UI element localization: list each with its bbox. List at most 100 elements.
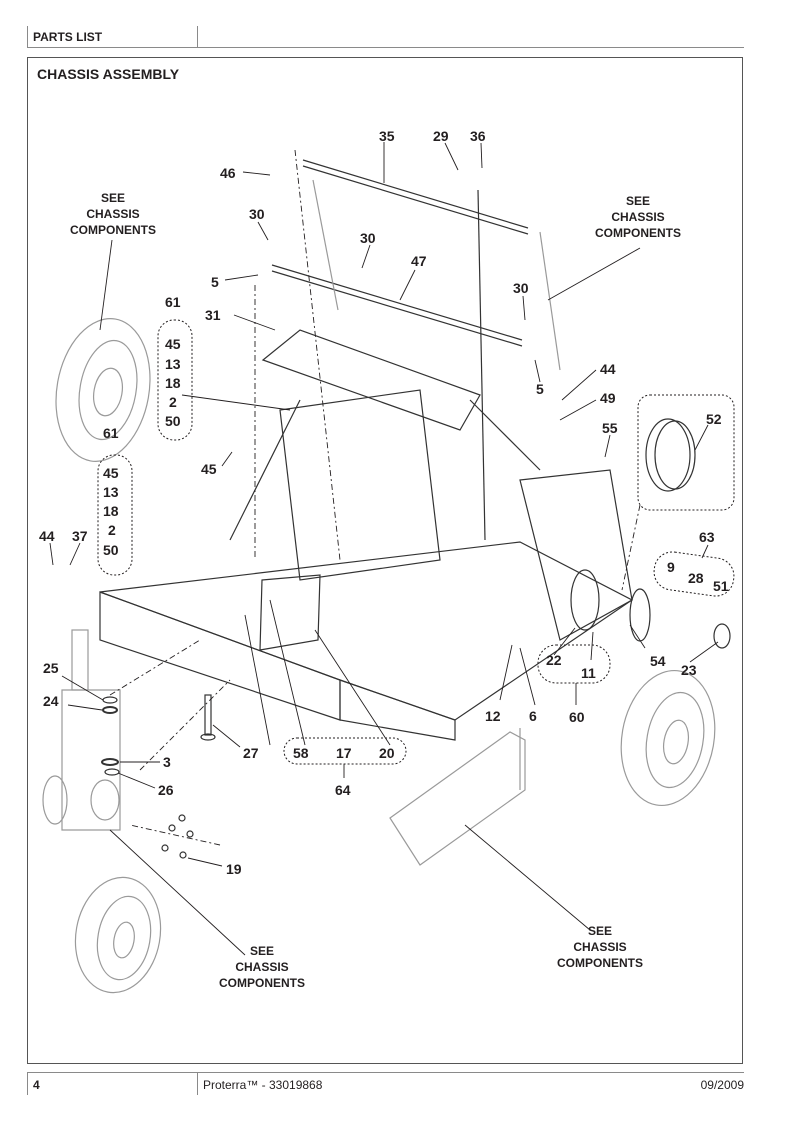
ref-line — [109, 639, 201, 696]
kit-63-outline — [653, 551, 735, 597]
callout-55: 55 — [602, 420, 618, 436]
footer-bar: 4 Proterra™ - 33019868 09/2009 — [27, 1072, 744, 1095]
svg-text:COMPONENTS: COMPONENTS — [219, 976, 305, 990]
steering-fork — [42, 629, 121, 831]
svg-text:SEE: SEE — [588, 924, 612, 938]
callout-60: 60 — [569, 709, 585, 725]
callout-18: 18 — [103, 503, 119, 519]
kit-60-outline — [537, 644, 611, 684]
note-see-chassis-components-bottom-left: SEE CHASSIS COMPONENTS — [219, 944, 305, 990]
hub-54 — [570, 569, 651, 642]
document-id: Proterra™ - 33019868 — [203, 1078, 323, 1092]
callout-23: 23 — [681, 662, 697, 678]
kit-64-outline — [283, 737, 407, 765]
callout-44: 44 — [39, 528, 55, 544]
bolts-19 — [161, 814, 194, 859]
footer-divider-left — [27, 1073, 28, 1095]
callout-11: 11 — [581, 665, 596, 681]
svg-text:CHASSIS: CHASSIS — [235, 960, 288, 974]
callout-30: 30 — [360, 230, 376, 246]
callout-2: 2 — [169, 394, 177, 410]
callout-6: 6 — [529, 708, 537, 724]
callout-25: 25 — [43, 660, 59, 676]
callout-9: 9 — [667, 559, 675, 575]
section-title: PARTS LIST — [33, 30, 103, 44]
callout-54: 54 — [650, 653, 666, 669]
wheel-top-left — [55, 318, 151, 462]
ref-line — [129, 824, 221, 846]
callout-61: 61 — [103, 425, 119, 441]
callout-28: 28 — [688, 570, 704, 586]
kit-61-outline — [97, 454, 133, 576]
callout-5: 5 — [536, 381, 544, 397]
callout-30: 30 — [249, 206, 265, 222]
callout-45: 45 — [103, 465, 119, 481]
page-number: 4 — [33, 1078, 40, 1092]
svg-text:SEE: SEE — [626, 194, 650, 208]
diagram-frame — [27, 57, 743, 1064]
ref-line — [621, 504, 641, 591]
svg-text:COMPONENTS: COMPONENTS — [70, 223, 156, 237]
chassis-frame — [99, 329, 634, 741]
callout-51: 51 — [713, 578, 729, 594]
callout-36: 36 — [470, 128, 486, 144]
callout-45: 45 — [165, 336, 181, 352]
callout-35: 35 — [379, 128, 395, 144]
svg-text:SEE: SEE — [250, 944, 274, 958]
wheel-bottom-left — [74, 876, 162, 994]
kingpin-27 — [200, 694, 216, 741]
header-divider — [197, 26, 198, 47]
callout-31: 31 — [205, 307, 221, 323]
callout-45: 45 — [201, 461, 217, 477]
callout-44: 44 — [600, 361, 616, 377]
callout-46: 46 — [220, 165, 236, 181]
callout-47: 47 — [411, 253, 427, 269]
callout-30: 30 — [513, 280, 529, 296]
svg-text:COMPONENTS: COMPONENTS — [557, 956, 643, 970]
svg-text:SEE: SEE — [101, 191, 125, 205]
brake-assembly-52 — [645, 418, 696, 492]
callout-2: 2 — [108, 522, 116, 538]
callout-26: 26 — [158, 782, 174, 798]
callout-5: 5 — [211, 274, 219, 290]
note-see-chassis-components-top-left: SEE CHASSIS COMPONENTS — [70, 191, 156, 237]
callout-50: 50 — [103, 542, 119, 558]
brake-outline — [637, 394, 735, 511]
revision-date: 09/2009 — [700, 1078, 744, 1092]
ref-line — [294, 149, 341, 561]
callout-27: 27 — [243, 745, 259, 761]
callout-18: 18 — [165, 375, 181, 391]
svg-text:CHASSIS: CHASSIS — [611, 210, 664, 224]
washers — [101, 696, 120, 776]
cables — [312, 179, 561, 541]
note-see-chassis-components-top-right: SEE CHASSIS COMPONENTS — [595, 194, 681, 240]
callout-58: 58 — [293, 745, 309, 761]
callout-13: 13 — [165, 356, 181, 372]
header-bar: PARTS LIST — [27, 26, 744, 48]
page-title: CHASSIS ASSEMBLY — [37, 66, 180, 82]
callout-49: 49 — [600, 390, 616, 406]
upper-rod-35 — [302, 159, 529, 235]
callout-24: 24 — [43, 693, 59, 709]
callout-61: 61 — [165, 294, 181, 310]
callout-29: 29 — [433, 128, 449, 144]
side-panel — [389, 728, 526, 866]
header-divider-left — [27, 26, 28, 47]
callout-22: 22 — [546, 652, 562, 668]
callout-17: 17 — [336, 745, 352, 761]
note-see-chassis-components-bottom-right: SEE CHASSIS COMPONENTS — [557, 924, 643, 970]
svg-text:COMPONENTS: COMPONENTS — [595, 226, 681, 240]
callout-12: 12 — [485, 708, 501, 724]
callout-13: 13 — [103, 484, 119, 500]
bearing-cap-23 — [713, 623, 731, 649]
callout-50: 50 — [165, 413, 181, 429]
footer-divider — [197, 1073, 198, 1095]
callout-64: 64 — [335, 782, 351, 798]
callout-63: 63 — [699, 529, 715, 545]
callout-52: 52 — [706, 411, 722, 427]
ref-line — [139, 679, 231, 771]
leader-lines — [49, 142, 719, 956]
kit-61-outline — [157, 319, 193, 441]
svg-text:CHASSIS: CHASSIS — [573, 940, 626, 954]
